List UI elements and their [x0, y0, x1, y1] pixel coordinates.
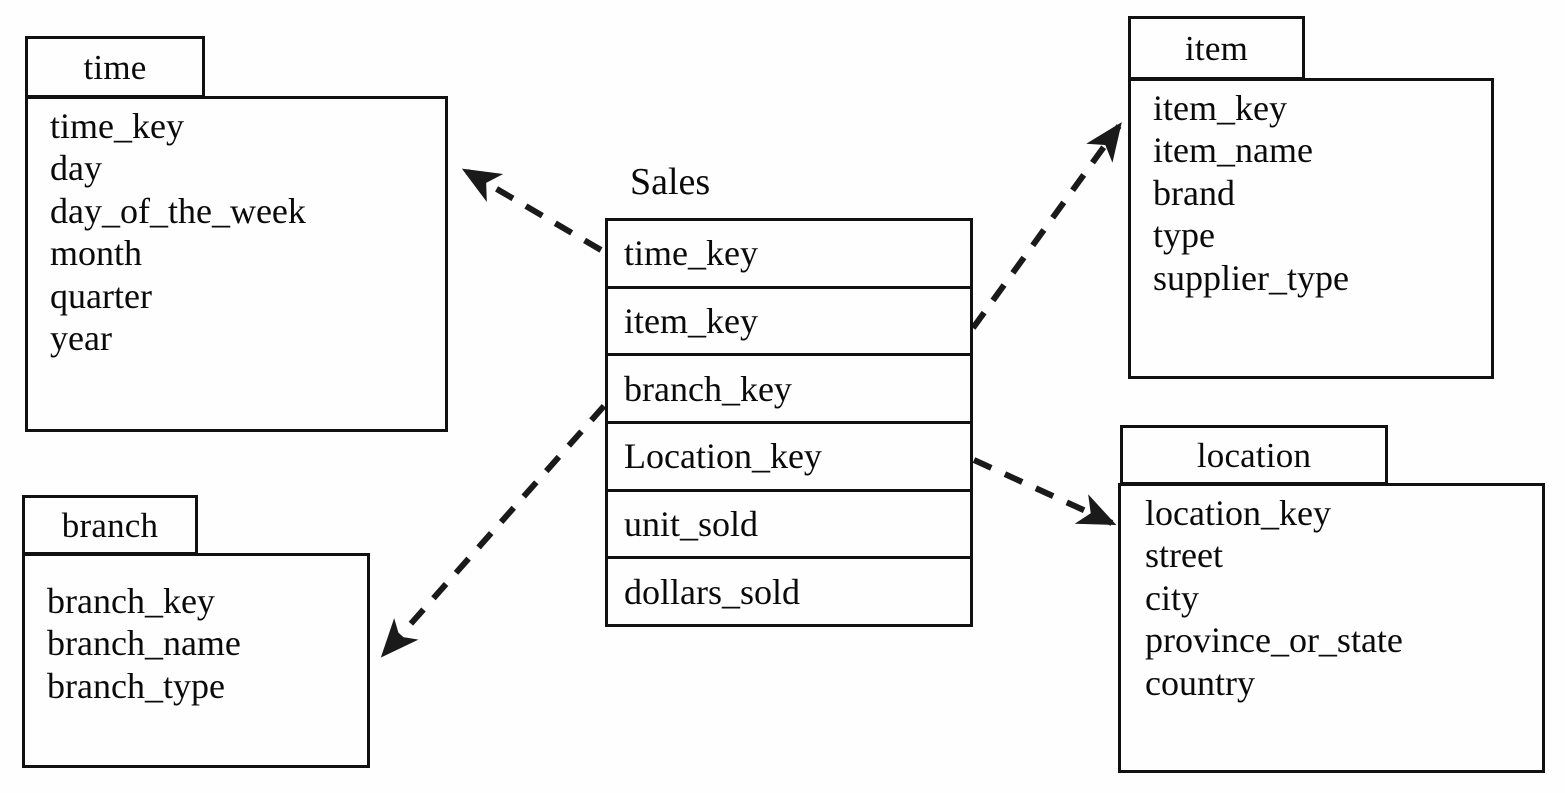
field-item-1: item_name: [1153, 130, 1313, 171]
table-tab-location[interactable]: location: [1120, 425, 1388, 485]
connector-sales-to-item: [970, 122, 1122, 330]
field-time-3: month: [50, 233, 143, 274]
connector-sales-to-location: [972, 457, 1117, 526]
table-name-location: location: [1196, 435, 1312, 475]
field-time-0: time_key: [50, 106, 184, 146]
table-body-time[interactable]: time_key day day_of_the_week month quart…: [25, 96, 448, 432]
field-location-0: location_key: [1145, 493, 1331, 533]
table-tab-time[interactable]: time: [25, 36, 205, 98]
field-item-0: item_key: [1153, 88, 1287, 128]
table-name-item: item: [1184, 28, 1248, 68]
field-location-3: province_or_state: [1145, 620, 1403, 661]
fact-field-unit-sold: unit_sold: [608, 492, 970, 560]
table-tab-item[interactable]: item: [1128, 16, 1305, 80]
field-location-2: city: [1145, 577, 1199, 618]
field-location-4: country: [1145, 662, 1255, 703]
connector-sales-to-time: [461, 168, 603, 253]
fact-field-dollars-sold: dollars_sold: [624, 571, 800, 612]
table-body-location[interactable]: location_key street city province_or_sta…: [1118, 483, 1545, 773]
fact-table-sales[interactable]: time_key item_key branch_key Location_ke…: [605, 218, 973, 627]
field-time-2: day_of_the_week: [50, 190, 306, 231]
field-branch-2: branch_type: [47, 665, 225, 706]
field-time-4: quarter: [50, 275, 152, 316]
field-item-3: type: [1153, 215, 1215, 256]
fact-field-location-key: Location_key: [608, 424, 970, 492]
table-body-item[interactable]: item_key item_name brand type supplier_t…: [1128, 78, 1494, 379]
fact-field-branch-key: branch_key: [608, 356, 970, 425]
field-branch-1: branch_name: [47, 623, 241, 664]
table-name-branch: branch: [61, 505, 159, 545]
fact-field-item-key: item_key: [608, 289, 970, 357]
field-branch-0: branch_key: [47, 581, 215, 621]
connector-sales-to-branch: [380, 404, 607, 658]
table-body-branch[interactable]: branch_key branch_name branch_type: [22, 553, 370, 768]
field-time-1: day: [50, 148, 102, 189]
field-item-2: brand: [1153, 172, 1235, 213]
field-location-1: street: [1145, 535, 1223, 576]
fact-field-time-key: time_key: [608, 221, 970, 289]
table-tab-branch[interactable]: branch: [22, 495, 198, 555]
table-name-time: time: [83, 47, 147, 87]
field-time-5: year: [50, 318, 112, 359]
field-item-4: supplier_type: [1153, 257, 1349, 298]
fact-table-title: Sales: [630, 161, 711, 203]
